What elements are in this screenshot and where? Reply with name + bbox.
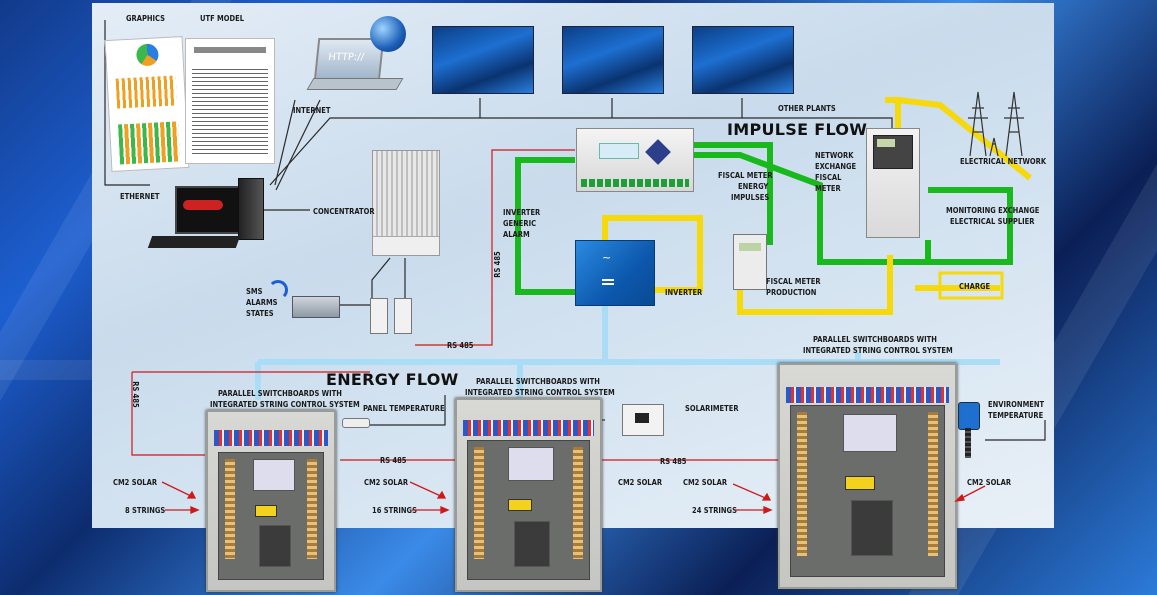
cm2-solar-label-2: CM2 SOLAR <box>364 478 409 487</box>
graphics-label: GRAPHICS <box>126 14 166 23</box>
environment-temperature-label-2: TEMPERATURE <box>988 411 1044 420</box>
switchboard-cabinet-16-strings <box>455 398 602 592</box>
strings-8-label: 8 STRINGS <box>125 506 166 515</box>
inverter-label: INVERTER <box>665 288 703 297</box>
solarimeter-label: SOLARIMETER <box>685 404 739 413</box>
network-exchange-label-2: EXCHANGE <box>815 162 857 171</box>
rs485-label-5: RS 485 <box>660 457 687 466</box>
gsm-modem-icon <box>292 296 340 318</box>
panel-temperature-label: PANEL TEMPERATURE <box>363 404 445 413</box>
switchboard-2-label-1: PARALLEL SWITCHBOARDS WITH <box>476 377 600 386</box>
cm2-solar-label-4: CM2 SOLAR <box>683 478 728 487</box>
charge-box <box>938 271 1004 300</box>
datalogger-device <box>576 128 694 192</box>
switchboard-3-label-2: INTEGRATED STRING CONTROL SYSTEM <box>803 346 953 355</box>
cm2-solar-label-5: CM2 SOLAR <box>967 478 1012 487</box>
sms-label: SMS <box>246 287 263 296</box>
switchboard-3-label-1: PARALLEL SWITCHBOARDS WITH <box>813 335 937 344</box>
electrical-network-label: ELECTRICAL NETWORK <box>960 157 1047 166</box>
rs485-label-1: RS 485 <box>447 341 474 350</box>
strings-24-label: 24 STRINGS <box>692 506 737 515</box>
panel-temperature-sensor <box>342 418 370 428</box>
rs485-label-4: RS 485 <box>380 456 407 465</box>
ethernet-label: ETHERNET <box>120 192 160 201</box>
globe-icon <box>370 16 406 52</box>
exchange-meter-cabinet <box>866 128 920 238</box>
switchboard-cabinet-24-strings <box>778 363 957 589</box>
solar-panel-1 <box>432 26 534 94</box>
monitoring-exchange-label-1: MONITORING EXCHANGE <box>946 206 1040 215</box>
other-plants-label: OTHER PLANTS <box>778 104 836 113</box>
ac-symbol-icon: ~ <box>602 251 612 264</box>
fiscal-meter-production-label-1: FISCAL METER <box>766 277 821 286</box>
strings-16-label: 16 STRINGS <box>372 506 417 515</box>
network-exchange-label-1: NETWORK <box>815 151 854 160</box>
yellow-flow-lines <box>602 97 1032 315</box>
monitoring-exchange-label-2: ELECTRICAL SUPPLIER <box>950 217 1035 226</box>
cm2-solar-label-3: CM2 SOLAR <box>618 478 663 487</box>
fiscal-meter-impulses-label-3: IMPULSES <box>731 193 770 202</box>
sensor-probe <box>965 428 971 458</box>
energy-flow-pipes <box>255 305 1000 400</box>
concentrator-device <box>372 150 440 256</box>
fiscal-meter-production-label-2: PRODUCTION <box>766 288 817 297</box>
solar-panel-3 <box>692 26 794 94</box>
energy-flow-heading: ENERGY FLOW <box>326 370 459 389</box>
solarimeter-device <box>622 404 664 436</box>
switchboard-cabinet-8-strings <box>206 410 336 592</box>
inverter-alarm-label-1: INVERTER <box>503 208 541 217</box>
rs485-converter-2 <box>394 298 412 334</box>
environment-temperature-label-1: ENVIRONMENT <box>988 400 1045 409</box>
impulse-flow-heading: IMPULSE FLOW <box>727 120 868 139</box>
internet-label: INTERNET <box>293 106 331 115</box>
inverter-alarm-label-2: GENERIC <box>503 219 537 228</box>
network-exchange-label-3: FISCAL <box>815 173 842 182</box>
switchboard-1-label-2: INTEGRATED STRING CONTROL SYSTEM <box>210 400 360 409</box>
cm2-solar-label-1: CM2 SOLAR <box>113 478 158 487</box>
data-wires <box>104 20 1046 441</box>
switchboard-1-label-1: PARALLEL SWITCHBOARDS WITH <box>218 389 342 398</box>
concentrator-label: CONCENTRATOR <box>313 207 375 216</box>
fiscal-meter-impulses-label-1: FISCAL METER <box>718 171 773 180</box>
production-meter-device <box>733 234 767 290</box>
wireless-signal-icon <box>268 280 288 300</box>
rs485-converter-1 <box>370 298 388 334</box>
utf-model-document <box>185 38 275 164</box>
utf-model-label: UTF MODEL <box>200 14 245 23</box>
power-pylons-icon <box>962 88 1032 158</box>
inverter-device: ~ <box>575 240 655 306</box>
monitor-icon <box>175 186 241 234</box>
impulse-flow-lines <box>515 142 1013 295</box>
network-exchange-label-4: METER <box>815 184 841 193</box>
rs485-wires <box>131 149 780 461</box>
switchboard-2-label-2: INTEGRATED STRING CONTROL SYSTEM <box>465 388 615 397</box>
charge-label: CHARGE <box>959 282 991 291</box>
solar-panel-2 <box>562 26 664 94</box>
alarms-label: ALARMS <box>246 298 278 307</box>
computer-tower-icon <box>238 178 264 240</box>
inverter-alarm-label-3: ALARM <box>503 230 530 239</box>
states-label: STATES <box>246 309 274 318</box>
fiscal-meter-impulses-label-2: ENERGY <box>738 182 769 191</box>
